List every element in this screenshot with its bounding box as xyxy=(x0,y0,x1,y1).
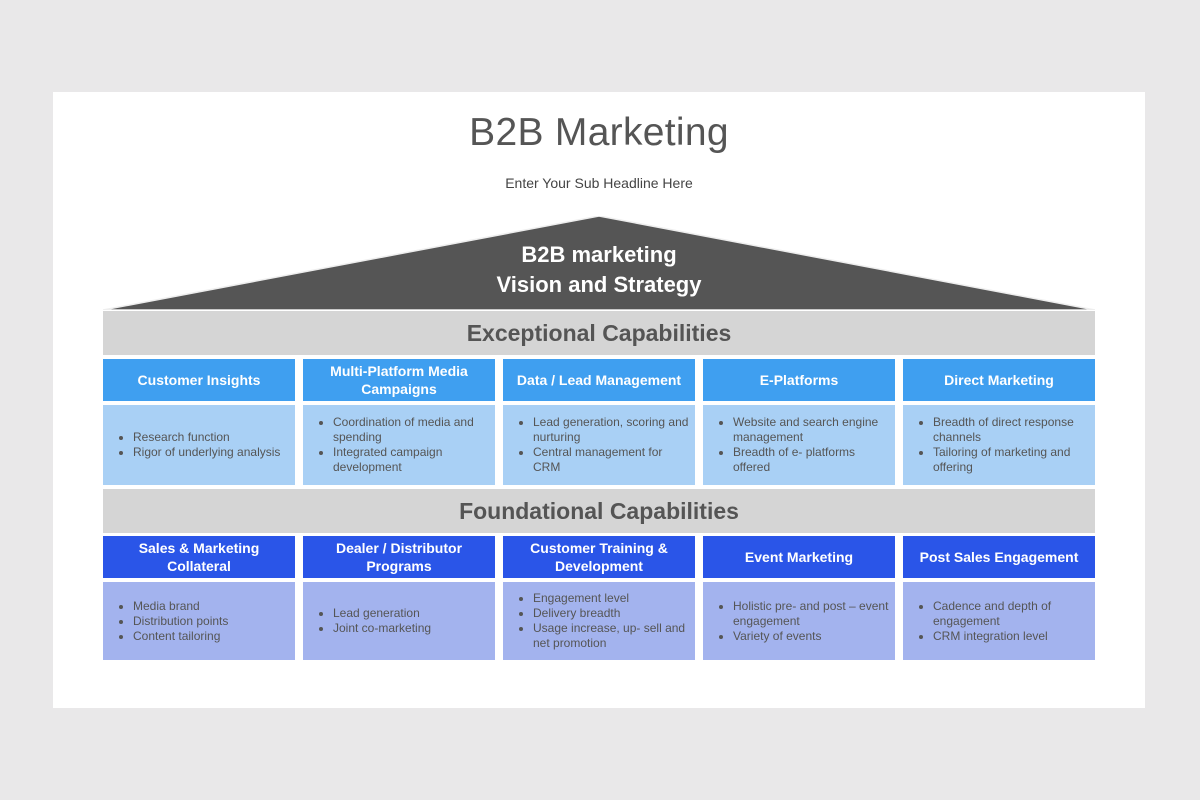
exceptional-header: Direct Marketing xyxy=(903,359,1095,401)
bullet-list: Engagement levelDelivery breadthUsage in… xyxy=(513,591,689,651)
bullet-item: Cadence and depth of engagement xyxy=(933,599,1089,629)
bullet-list: Research functionRigor of underlying ana… xyxy=(113,430,280,460)
roof-line-2: Vision and Strategy xyxy=(496,272,702,297)
slide: B2B Marketing Enter Your Sub Headline He… xyxy=(53,92,1145,708)
exceptional-header: Data / Lead Management xyxy=(503,359,695,401)
bullet-item: Media brand xyxy=(133,599,228,614)
bullet-list: Coordination of media and spendingIntegr… xyxy=(313,415,489,475)
foundational-body: Engagement levelDelivery breadthUsage in… xyxy=(503,582,695,660)
bullet-list: Breadth of direct response channelsTailo… xyxy=(913,415,1089,475)
bullet-item: Website and search engine management xyxy=(733,415,889,445)
exceptional-header: Customer Insights xyxy=(103,359,295,401)
roof-label: B2B marketing Vision and Strategy xyxy=(103,240,1095,300)
foundational-header: Event Marketing xyxy=(703,536,895,578)
exceptional-body: Research functionRigor of underlying ana… xyxy=(103,405,295,485)
bullet-item: Coordination of media and spending xyxy=(333,415,489,445)
exceptional-body: Breadth of direct response channelsTailo… xyxy=(903,405,1095,485)
bullet-item: Tailoring of marketing and offering xyxy=(933,445,1089,475)
exceptional-body: Coordination of media and spendingIntegr… xyxy=(303,405,495,485)
bullet-item: Lead generation, scoring and nurturing xyxy=(533,415,689,445)
exceptional-capabilities-band: Exceptional Capabilities xyxy=(103,311,1095,355)
foundational-body: Lead generationJoint co-marketing xyxy=(303,582,495,660)
bullet-list: Media brandDistribution pointsContent ta… xyxy=(113,599,228,644)
foundational-body: Holistic pre- and post – event engagemen… xyxy=(703,582,895,660)
foundational-header: Dealer / Distributor Programs xyxy=(303,536,495,578)
bullet-item: Usage increase, up- sell and net promoti… xyxy=(533,621,689,651)
foundational-body: Cadence and depth of engagementCRM integ… xyxy=(903,582,1095,660)
foundational-capabilities-band: Foundational Capabilities xyxy=(103,489,1095,533)
foundational-header: Post Sales Engagement xyxy=(903,536,1095,578)
bullet-item: Holistic pre- and post – event engagemen… xyxy=(733,599,889,629)
roof-line-1: B2B marketing xyxy=(521,242,677,267)
slide-title: B2B Marketing xyxy=(469,111,729,154)
foundational-header: Sales & Marketing Collateral xyxy=(103,536,295,578)
foundational-header: Customer Training & Development xyxy=(503,536,695,578)
exceptional-body: Lead generation, scoring and nurturingCe… xyxy=(503,405,695,485)
bullet-item: Integrated campaign development xyxy=(333,445,489,475)
bullet-list: Lead generationJoint co-marketing xyxy=(313,606,431,636)
exceptional-header: Multi-Platform Media Campaigns xyxy=(303,359,495,401)
bullet-item: Joint co-marketing xyxy=(333,621,431,636)
bullet-list: Lead generation, scoring and nurturingCe… xyxy=(513,415,689,475)
bullet-item: Distribution points xyxy=(133,614,228,629)
bullet-item: Content tailoring xyxy=(133,629,228,644)
bullet-list: Cadence and depth of engagementCRM integ… xyxy=(913,599,1089,644)
bullet-item: Engagement level xyxy=(533,591,689,606)
slide-subtitle: Enter Your Sub Headline Here xyxy=(505,175,693,191)
bullet-item: Delivery breadth xyxy=(533,606,689,621)
bullet-item: Variety of events xyxy=(733,629,889,644)
bullet-item: Central management for CRM xyxy=(533,445,689,475)
bullet-list: Website and search engine managementBrea… xyxy=(713,415,889,475)
bullet-item: CRM integration level xyxy=(933,629,1089,644)
bullet-item: Rigor of underlying analysis xyxy=(133,445,280,460)
roof-triangle xyxy=(103,216,1095,310)
bullet-list: Holistic pre- and post – event engagemen… xyxy=(713,599,889,644)
bullet-item: Breadth of e- platforms offered xyxy=(733,445,889,475)
bullet-item: Breadth of direct response channels xyxy=(933,415,1089,445)
bullet-item: Lead generation xyxy=(333,606,431,621)
exceptional-header: E-Platforms xyxy=(703,359,895,401)
bullet-item: Research function xyxy=(133,430,280,445)
exceptional-body: Website and search engine managementBrea… xyxy=(703,405,895,485)
foundational-body: Media brandDistribution pointsContent ta… xyxy=(103,582,295,660)
